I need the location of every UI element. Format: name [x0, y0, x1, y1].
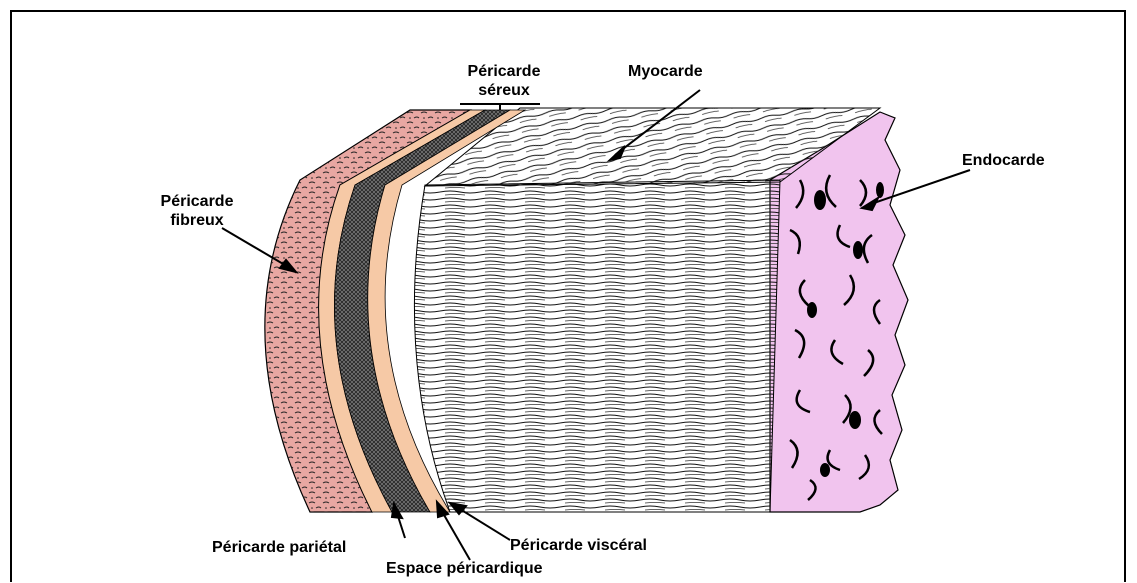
label-espace-pericardique: Espace péricardique	[386, 559, 543, 578]
label-pericarde-fibreux-line1: Péricarde	[147, 192, 247, 211]
myocarde-front-face	[414, 180, 780, 512]
label-pericarde-parietal: Péricarde pariétal	[212, 538, 346, 557]
label-pericarde-fibreux-line2: fibreux	[147, 211, 247, 230]
label-endocarde: Endocarde	[962, 151, 1045, 170]
label-pericarde-visceral: Péricarde viscéral	[510, 536, 647, 555]
label-pericarde-fibreux: Péricarde fibreux	[147, 192, 247, 230]
label-myocarde: Myocarde	[628, 62, 703, 81]
label-pericarde-sereux-line1: Péricarde	[449, 62, 559, 81]
label-pericarde-sereux-line2: séreux	[449, 81, 559, 100]
label-pericarde-sereux: Péricarde séreux	[449, 62, 559, 100]
